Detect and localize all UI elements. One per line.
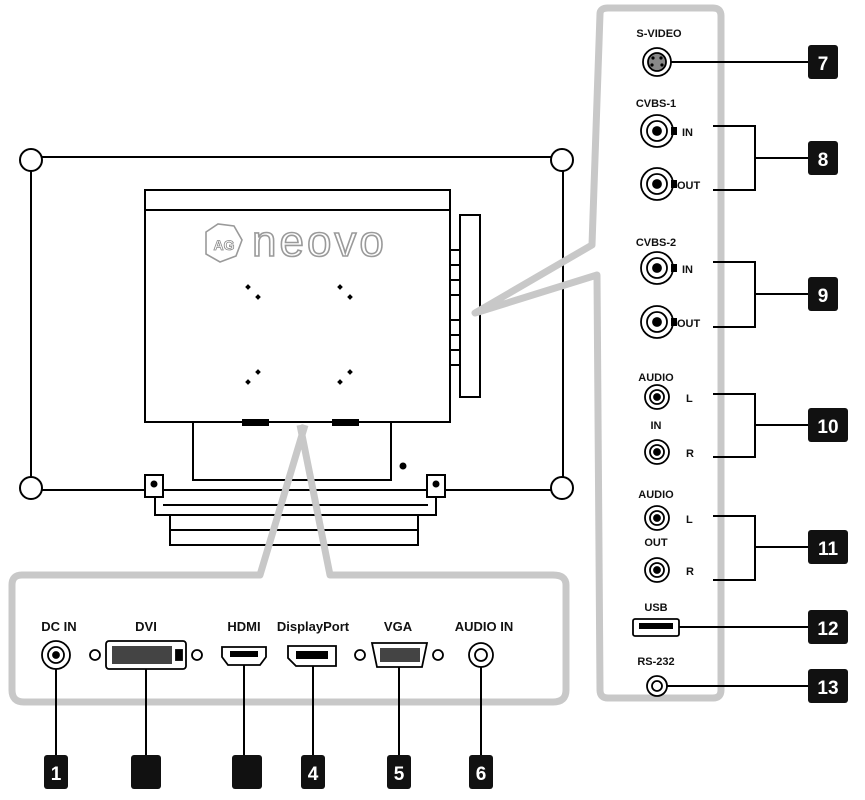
label-rs232: RS-232 bbox=[637, 656, 674, 668]
bottom-callouts: 1 4 5 6 bbox=[44, 755, 493, 789]
label-audio-in: AUDIO IN bbox=[455, 619, 514, 634]
label-audio-in-top: AUDIO bbox=[638, 372, 674, 384]
label-audio-out-bottom: OUT bbox=[644, 537, 668, 549]
callout-8: 8 bbox=[818, 150, 829, 171]
side-io-strip bbox=[459, 214, 481, 398]
rear-enclosure bbox=[144, 189, 481, 481]
label-dvi: DVI bbox=[135, 619, 157, 634]
label-audio-in-l: L bbox=[686, 393, 693, 405]
label-cvbs1-in: IN bbox=[682, 127, 693, 139]
callout-box-6 bbox=[469, 755, 493, 789]
bottom-leaders bbox=[55, 665, 482, 755]
callout-box-2 bbox=[131, 755, 161, 789]
enclosure-body bbox=[144, 189, 451, 423]
mount-hole-top-left bbox=[19, 148, 43, 172]
monitor-rear bbox=[19, 148, 574, 500]
mount-hole-bottom-right bbox=[550, 476, 574, 500]
callout-10: 10 bbox=[817, 417, 838, 438]
brand-logo: AG neovo bbox=[205, 216, 387, 267]
callout-box-4 bbox=[301, 755, 325, 789]
hdmi-port bbox=[221, 646, 267, 666]
callout-box-11 bbox=[808, 530, 848, 564]
label-displayport: DisplayPort bbox=[277, 619, 350, 634]
label-svideo: S-VIDEO bbox=[636, 28, 682, 40]
label-cvbs2-in: IN bbox=[682, 264, 693, 276]
label-audio-out-l: L bbox=[686, 514, 693, 526]
label-hdmi: HDMI bbox=[227, 619, 260, 634]
label-audio-out-r: R bbox=[686, 566, 694, 578]
callout-box-5 bbox=[387, 755, 411, 789]
cvbs1-out-bnc bbox=[640, 167, 677, 201]
vesa-holes bbox=[245, 284, 353, 385]
cvbs2-in-bnc bbox=[640, 251, 677, 285]
callout-12: 12 bbox=[817, 619, 838, 640]
callout-5: 5 bbox=[394, 764, 405, 785]
bottom-labels: DC IN DVI HDMI DisplayPort VGA AUDIO IN bbox=[41, 619, 513, 634]
label-audio-in-bottom: IN bbox=[651, 420, 662, 432]
mount-hole-top-right bbox=[550, 148, 574, 172]
bottom-connectors bbox=[41, 640, 494, 670]
label-cvbs2: CVBS-2 bbox=[636, 237, 676, 249]
svideo-port bbox=[642, 47, 672, 77]
callout-6: 6 bbox=[476, 764, 487, 785]
callout-box-3 bbox=[232, 755, 262, 789]
monitor-stand bbox=[144, 474, 446, 546]
rs232-jack bbox=[646, 675, 668, 697]
callout-1: 1 bbox=[51, 764, 62, 785]
callout-box-1 bbox=[44, 755, 68, 789]
label-dc-in: DC IN bbox=[41, 619, 76, 634]
label-cvbs2-out: OUT bbox=[677, 318, 701, 330]
callout-box-10 bbox=[808, 408, 848, 442]
vga-port bbox=[354, 642, 444, 668]
label-vga: VGA bbox=[384, 619, 413, 634]
callout-4: 4 bbox=[308, 764, 319, 785]
usb-port bbox=[632, 618, 680, 637]
callout-7: 7 bbox=[818, 54, 829, 75]
audio-in-r-jack bbox=[644, 439, 670, 465]
audio-out-l-jack bbox=[644, 505, 670, 531]
callout-11: 11 bbox=[818, 539, 839, 560]
label-cvbs1-out: OUT bbox=[677, 180, 701, 192]
label-cvbs1: CVBS-1 bbox=[636, 98, 676, 110]
audio-out-r-jack bbox=[644, 557, 670, 583]
side-callouts: 7 8 9 10 11 12 13 bbox=[808, 45, 848, 703]
callout-9: 9 bbox=[818, 286, 829, 307]
label-audio-out-top: AUDIO bbox=[638, 489, 674, 501]
displayport-port bbox=[287, 645, 337, 667]
side-connectors bbox=[632, 47, 680, 697]
side-leaders bbox=[667, 61, 808, 687]
callout-box-9 bbox=[808, 277, 838, 311]
monitor-frame bbox=[30, 156, 564, 491]
brand-badge-text: AG bbox=[214, 237, 235, 253]
callout-box-7 bbox=[808, 45, 838, 79]
audio-in-jack bbox=[468, 642, 494, 668]
cvbs2-out-bnc bbox=[640, 305, 677, 339]
mount-hole-bottom-left bbox=[19, 476, 43, 500]
callout-box-13 bbox=[808, 669, 848, 703]
callout-13: 13 bbox=[817, 678, 838, 699]
brand-badge-shape bbox=[205, 223, 243, 263]
callout-box-12 bbox=[808, 610, 848, 644]
dc-in-port bbox=[41, 640, 71, 670]
brand-name: neovo bbox=[252, 217, 387, 266]
label-usb: USB bbox=[644, 602, 667, 614]
dvi-port bbox=[89, 640, 203, 670]
label-audio-in-r: R bbox=[686, 448, 694, 460]
zoom-panels bbox=[8, 4, 725, 706]
callout-box-8 bbox=[808, 141, 838, 175]
cvbs1-in-bnc bbox=[640, 114, 677, 148]
audio-in-l-jack bbox=[644, 384, 670, 410]
side-labels: S-VIDEO CVBS-1 IN OUT CVBS-2 IN OUT AUDI… bbox=[636, 28, 701, 668]
